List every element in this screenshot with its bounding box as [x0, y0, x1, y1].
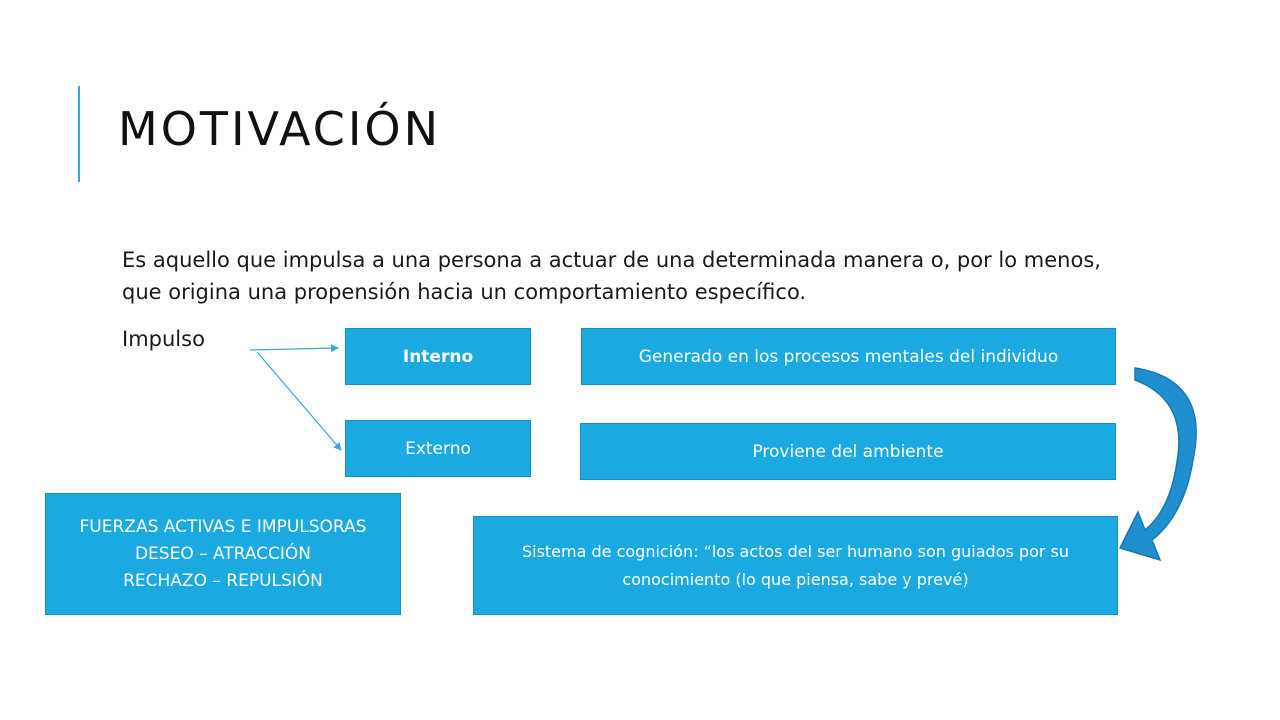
sistema-box: Sistema de cognición: “los actos del ser… — [473, 516, 1118, 615]
fuerzas-box: FUERZAS ACTIVAS E IMPULSORAS DESEO – ATR… — [45, 493, 401, 615]
arrow-to-externo — [256, 351, 342, 451]
generado-box: Generado en los procesos mentales del in… — [581, 328, 1116, 385]
generado-label: Generado en los procesos mentales del in… — [638, 346, 1059, 367]
externo-box: Externo — [345, 420, 531, 477]
fuerzas-line: FUERZAS ACTIVAS E IMPULSORAS — [79, 516, 367, 537]
fuerzas-line: RECHAZO – REPULSIÓN — [123, 570, 323, 591]
interno-box: Interno — [345, 328, 531, 385]
impulso-label: Impulso — [122, 327, 205, 351]
curved-arrow-icon — [1118, 367, 1197, 562]
externo-label: Externo — [405, 438, 471, 459]
proviene-label: Proviene del ambiente — [752, 441, 944, 462]
interno-label: Interno — [402, 346, 474, 367]
slide-title: MOTIVACIÓN — [118, 102, 442, 156]
title-accent-bar — [78, 86, 80, 182]
sistema-label: Sistema de cognición: “los actos del ser… — [521, 541, 1070, 589]
proviene-box: Proviene del ambiente — [580, 423, 1116, 480]
fuerzas-line: DESEO – ATRACCIÓN — [134, 543, 312, 564]
arrow-to-interno — [249, 344, 339, 353]
definition-paragraph: Es aquello que impulsa a una persona a a… — [122, 248, 1101, 304]
